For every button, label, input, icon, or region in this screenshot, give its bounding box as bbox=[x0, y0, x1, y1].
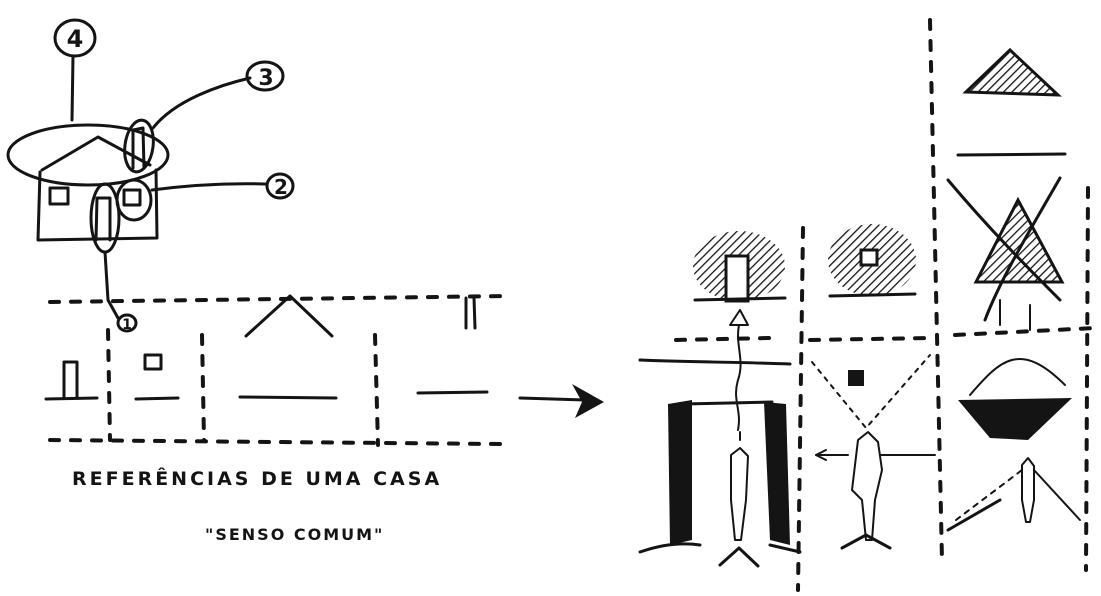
leader-line-3 bbox=[153, 78, 250, 128]
house-window-left bbox=[50, 188, 68, 204]
roof-outline bbox=[970, 359, 1065, 395]
house-window-right bbox=[124, 190, 140, 205]
element-chimney bbox=[466, 298, 475, 328]
leader-line-1 bbox=[105, 252, 118, 318]
element-roof-ground bbox=[240, 397, 336, 398]
roof-crossed bbox=[976, 200, 1062, 282]
marker-2-label: 2 bbox=[274, 175, 288, 199]
door-opening bbox=[726, 256, 748, 301]
strip-top-dashline bbox=[50, 296, 510, 302]
element-window bbox=[145, 355, 161, 369]
upward-arrow-shaft bbox=[736, 325, 741, 430]
house-door bbox=[96, 198, 110, 240]
marker-1-label: 1 bbox=[122, 317, 132, 333]
window-cloud-ground bbox=[830, 294, 915, 296]
window-opening bbox=[861, 250, 877, 265]
window-person bbox=[852, 432, 882, 540]
element-roof bbox=[246, 296, 332, 336]
element-chimney-ground bbox=[418, 392, 487, 393]
upward-arrow-head bbox=[730, 310, 748, 325]
door-ground-left bbox=[640, 544, 700, 552]
door-ground-right bbox=[770, 545, 800, 552]
roof-dashline bbox=[955, 328, 1095, 335]
roof-solid-canopy bbox=[958, 398, 1072, 440]
leader-line-4 bbox=[72, 56, 73, 120]
window-circle bbox=[117, 180, 151, 220]
arrow-shaft bbox=[520, 398, 585, 400]
scene-divider-2 bbox=[930, 20, 942, 560]
right-wall bbox=[764, 402, 790, 545]
door-cloud-ground bbox=[695, 298, 785, 300]
roof-sightline-left bbox=[956, 470, 1022, 520]
roof-sightline-right bbox=[1034, 470, 1080, 520]
roof-drip-lines bbox=[1000, 300, 1030, 330]
strip-divider-3 bbox=[375, 335, 378, 445]
scene-window bbox=[810, 224, 935, 548]
door-dashline bbox=[676, 338, 770, 340]
window-solid-square bbox=[848, 370, 864, 386]
element-window-ground bbox=[136, 398, 178, 399]
marker-4-label: 4 bbox=[67, 25, 84, 53]
caption-title: REFERÊNCIAS DE UMA CASA bbox=[72, 468, 442, 490]
roof-ground-left bbox=[948, 500, 1000, 530]
strip-bottom-dashline bbox=[50, 440, 500, 444]
left-wall bbox=[668, 400, 692, 545]
door-horizon bbox=[640, 360, 790, 364]
transform-arrow bbox=[520, 384, 604, 418]
house-sketch: 4 3 2 1 bbox=[8, 20, 293, 333]
strip-divider-1 bbox=[108, 330, 110, 440]
scene-door bbox=[640, 231, 800, 566]
roof-person bbox=[1022, 458, 1034, 522]
window-dashline bbox=[810, 338, 930, 340]
scene-divider-1 bbox=[798, 228, 803, 590]
gate-top bbox=[684, 402, 772, 404]
leader-line-2 bbox=[152, 184, 265, 190]
scene-roof bbox=[948, 50, 1095, 570]
chimney bbox=[133, 128, 144, 168]
element-door-ground bbox=[46, 398, 97, 399]
door-person bbox=[731, 448, 748, 540]
element-door bbox=[64, 362, 77, 398]
strip-divider-2 bbox=[202, 335, 204, 440]
roof-hatched-top bbox=[966, 50, 1058, 95]
caption-subtitle: "SENSO COMUM" bbox=[205, 525, 384, 544]
door-ground-center bbox=[720, 548, 758, 566]
marker-3-label: 3 bbox=[258, 66, 273, 91]
elements-strip bbox=[46, 296, 510, 445]
roof-baseline bbox=[958, 154, 1065, 155]
scene-divider-3 bbox=[1086, 188, 1088, 570]
window-sightlines bbox=[812, 355, 930, 428]
